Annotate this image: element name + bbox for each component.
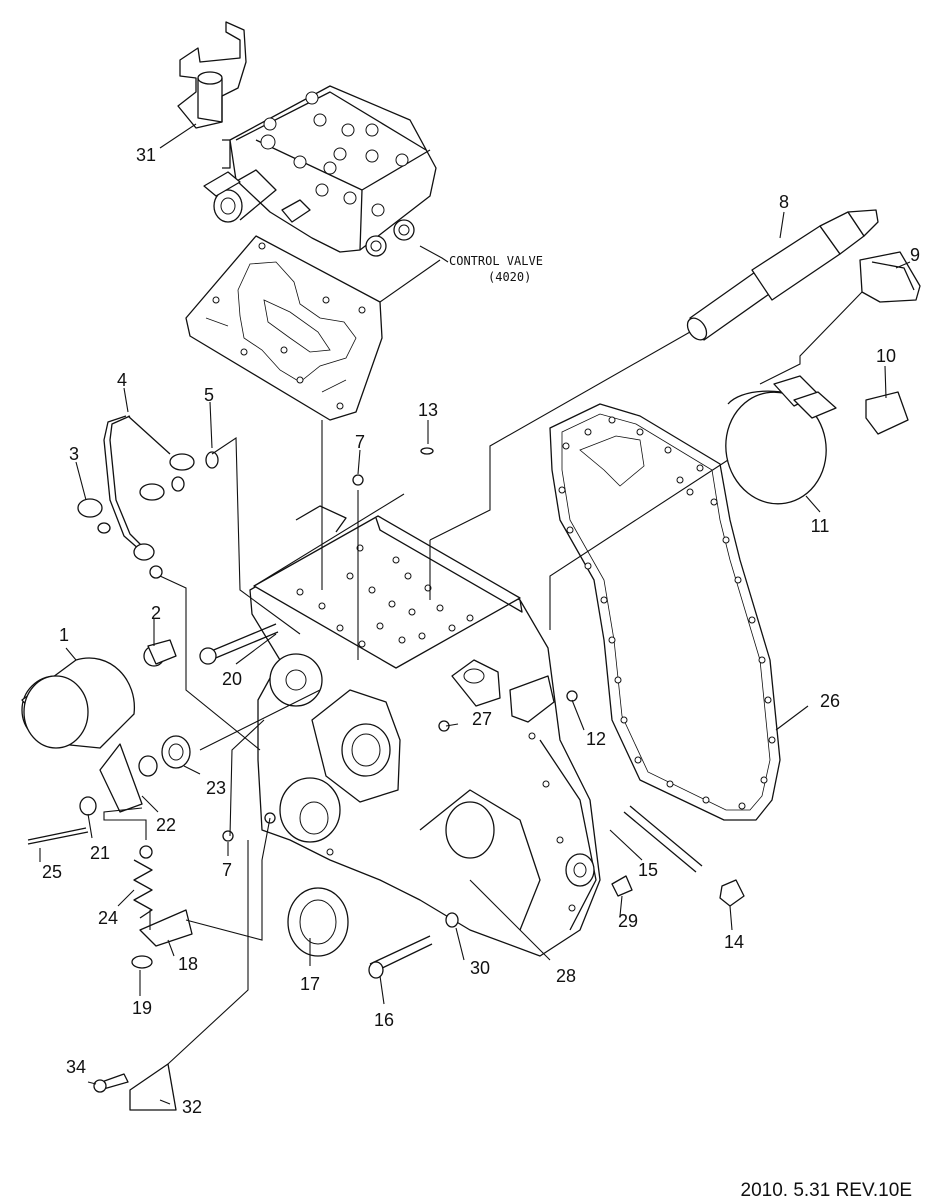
transmission-case [249, 505, 601, 957]
callout-10: 10 [876, 346, 896, 366]
callout-15: 15 [638, 860, 658, 880]
callout-12: 12 [586, 729, 606, 749]
callout-23: 23 [206, 778, 226, 798]
callout-7-upper: 7 [355, 432, 365, 452]
callout-9: 9 [910, 245, 920, 265]
callout-20: 20 [222, 669, 242, 689]
callout-29: 29 [618, 911, 638, 931]
case-gasket [549, 403, 781, 821]
callout-24: 24 [98, 908, 118, 928]
callouts: 1 2 3 4 5 7 7 8 9 10 11 12 13 14 15 16 1… [42, 145, 920, 1117]
callout-11: 11 [811, 516, 830, 536]
control-valve-label: CONTROL VALVE [449, 254, 543, 268]
callout-22: 22 [156, 815, 176, 835]
callout-31: 31 [136, 145, 156, 165]
callout-16: 16 [374, 1010, 394, 1030]
callout-19: 19 [132, 998, 152, 1018]
control-valve-code: (4020) [488, 270, 531, 284]
filter-and-lines [21, 415, 219, 749]
callout-13: 13 [418, 400, 438, 420]
callout-5: 5 [204, 385, 214, 405]
callout-17: 17 [300, 974, 320, 994]
separator-plate [185, 235, 383, 421]
callout-4: 4 [117, 370, 127, 390]
callout-2: 2 [151, 603, 161, 623]
callout-1: 1 [59, 625, 69, 645]
callout-8: 8 [779, 192, 789, 212]
callout-30: 30 [470, 958, 490, 978]
revision-footer: 2010. 5.31 REV.10E [741, 1180, 913, 1200]
small-parts-left [27, 735, 193, 1111]
callout-34: 34 [66, 1057, 86, 1077]
callout-25: 25 [42, 862, 62, 882]
callout-3: 3 [69, 444, 79, 464]
callout-18: 18 [178, 954, 198, 974]
callout-28: 28 [556, 966, 576, 986]
callout-14: 14 [724, 932, 744, 952]
callout-7-lower: 7 [222, 860, 232, 880]
callout-32: 32 [182, 1097, 202, 1117]
leader-lines [39, 123, 911, 1105]
callout-27: 27 [472, 709, 492, 729]
control-valve-assembly [177, 21, 437, 257]
callout-26: 26 [820, 691, 840, 711]
callout-21: 21 [90, 843, 110, 863]
